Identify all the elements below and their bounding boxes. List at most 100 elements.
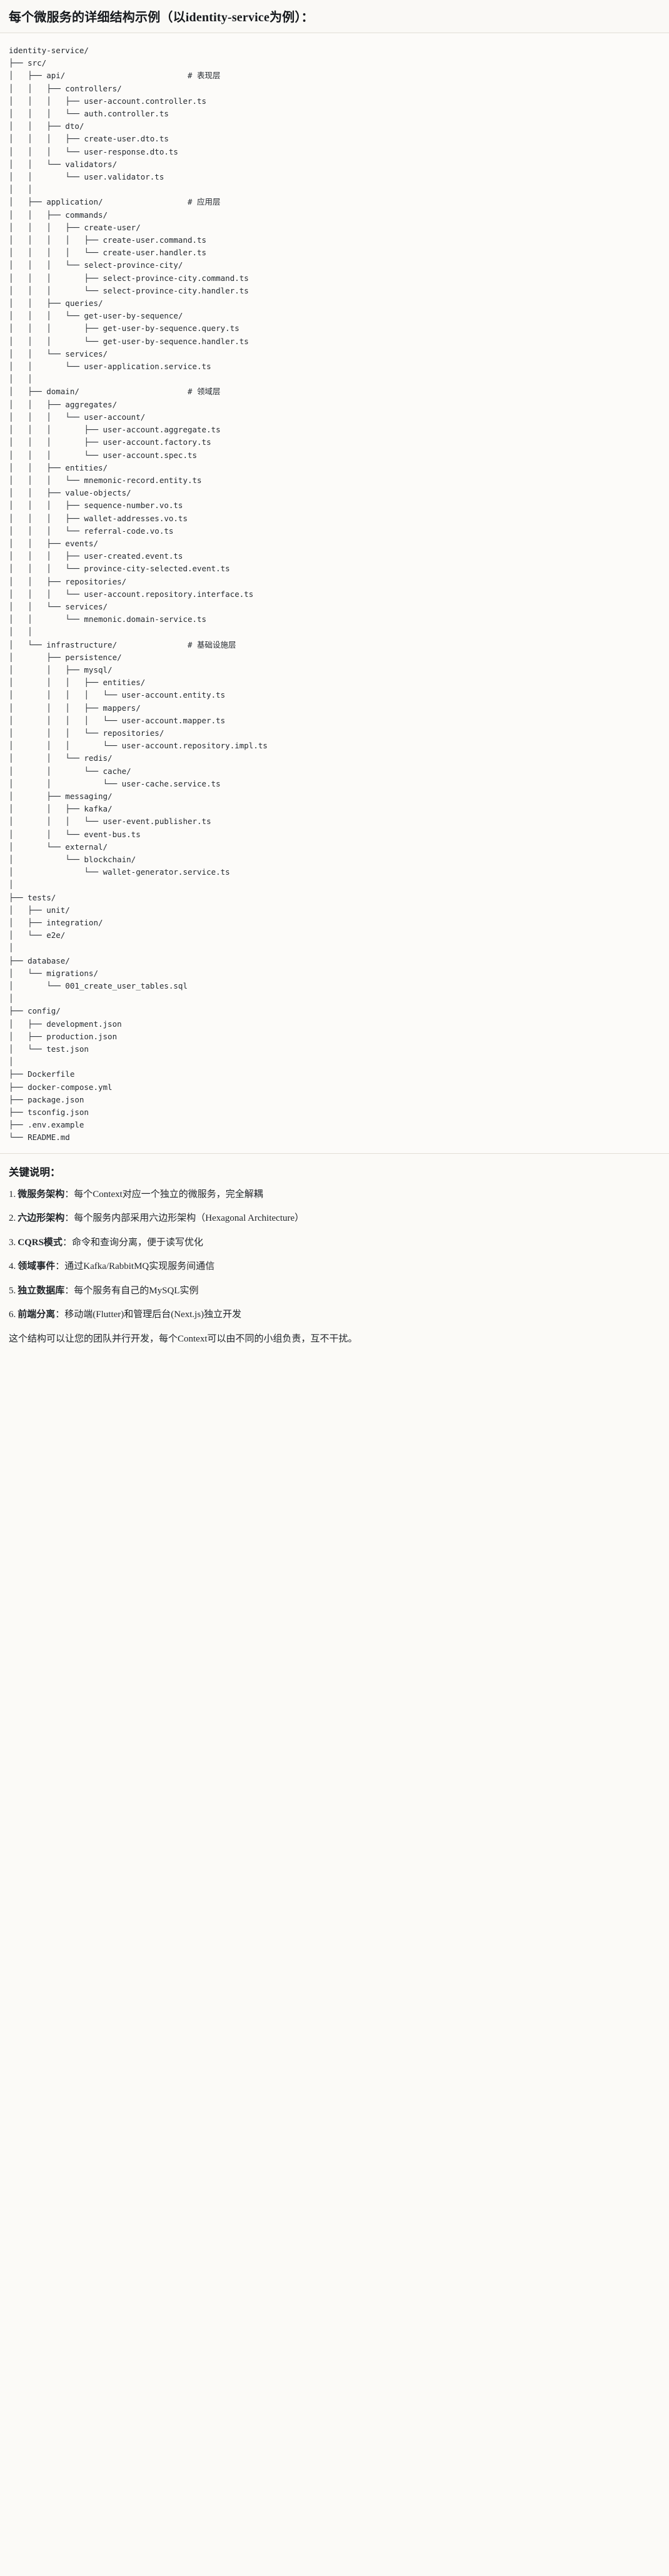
tree-line: │ ├── integration/ [9, 918, 103, 928]
tree-line: │ ├── development.json [9, 1019, 122, 1029]
tree-line: │ │ │ ├── create-user/ [9, 222, 141, 232]
tree-line: │ │ │ └── user-account.repository.impl.t… [9, 741, 268, 751]
tree-line: │ └── test.json [9, 1044, 89, 1054]
tree-line: │ │ └── cache/ [9, 766, 131, 776]
key-note-item: CQRS模式：命令和查询分离，便于读写优化 [9, 1236, 660, 1250]
tree-line: ├── tsconfig.json [9, 1107, 89, 1117]
tree-line: │ ├── persistence/ [9, 652, 122, 662]
tree-line: │ │ │ └── get-user-by-sequence/ [9, 311, 183, 321]
tree-line: │ │ ├── commands/ [9, 210, 108, 220]
tree-line-comment: # 应用层 [187, 197, 221, 207]
key-note-description: 移动端(Flutter)和管理后台(Next.js)独立开发 [64, 1310, 242, 1320]
directory-tree: identity-service/├── src/│ ├── api/ # 表现… [9, 44, 660, 1144]
tree-line: │ │ └── validators/ [9, 159, 118, 169]
tree-line: │ │ │ │ └── user-account.entity.ts [9, 690, 226, 700]
tree-line: │ │ ├── repositories/ [9, 576, 127, 586]
tree-line: │ │ ├── entities/ [9, 462, 108, 472]
tree-line: │ │ │ └── province-city-selected.event.t… [9, 564, 230, 574]
tree-line: │ │ │ │ └── create-user.handler.ts [9, 248, 207, 258]
tree-line: │ └── blockchain/ [9, 855, 136, 864]
tree-line: │ │ │ └── user-response.dto.ts [9, 146, 178, 156]
key-note-separator: ： [55, 1261, 65, 1272]
tree-line: │ │ │ └── auth.controller.ts [9, 109, 169, 119]
tree-line: │ ├── api/ # 表现层 [9, 71, 221, 81]
tree-line: │ ├── unit/ [9, 905, 70, 915]
tree-line: │ │ │ ├── create-user.dto.ts [9, 134, 169, 144]
key-note-description: 命令和查询分离，便于读写优化 [71, 1237, 203, 1248]
tree-line: │ │ ├── controllers/ [9, 83, 122, 93]
tree-line: │ │ │ │ ├── create-user.command.ts [9, 235, 207, 245]
tree-line: │ └── infrastructure/ # 基础设施层 [9, 639, 236, 649]
key-note-separator: ： [64, 1189, 74, 1199]
tree-line: ├── docker-compose.yml [9, 1082, 113, 1092]
key-note-item: 领域事件：通过Kafka/RabbitMQ实现服务间通信 [9, 1260, 660, 1274]
tree-line: │ │ │ ├── entities/ [9, 678, 146, 688]
tree-line: │ [9, 994, 14, 1004]
key-note-item: 六边形架构：每个服务内部采用六边形架构（Hexagonal Architectu… [9, 1211, 660, 1226]
key-note-item: 前端分离：移动端(Flutter)和管理后台(Next.js)独立开发 [9, 1308, 660, 1322]
tree-line: ├── database/ [9, 955, 70, 965]
key-notes-list: 微服务架构：每个Context对应一个独立的微服务，完全解耦六边形架构：每个服务… [9, 1188, 660, 1322]
key-note-term: 领域事件 [18, 1261, 56, 1272]
tree-line: │ │ └── redis/ [9, 753, 113, 763]
tree-line: │ │ ├── kafka/ [9, 804, 113, 814]
key-note-term: 独立数据库 [18, 1285, 65, 1296]
tree-line: │ │ └── user-application.service.ts [9, 362, 211, 372]
title-block: 每个微服务的详细结构示例（以identity-service为例）： [0, 0, 669, 33]
tree-line: ├── .env.example [9, 1120, 84, 1130]
tree-line: │ │ │ └── user-account/ [9, 412, 146, 422]
tree-line: │ ├── domain/ # 领域层 [9, 387, 221, 397]
tree-line: │ └── external/ [9, 842, 108, 852]
tree-line: │ └── e2e/ [9, 930, 66, 940]
key-notes-block: 关键说明： 微服务架构：每个Context对应一个独立的微服务，完全解耦六边形架… [0, 1153, 669, 1360]
key-note-separator: ： [55, 1310, 65, 1320]
key-note-separator: ： [62, 1237, 72, 1248]
key-note-term: CQRS模式 [18, 1237, 63, 1248]
tree-line: │ │ ├── queries/ [9, 298, 103, 308]
tree-line: │ │ [9, 627, 33, 637]
tree-line: │ │ ├── value-objects/ [9, 488, 131, 498]
tree-line: │ │ │ ├── select-province-city.command.t… [9, 273, 249, 283]
tree-line: │ │ │ └── referral-code.vo.ts [9, 526, 174, 536]
key-note-separator: ： [64, 1213, 74, 1224]
tree-line: │ │ ├── events/ [9, 538, 98, 548]
tree-line: │ │ └── services/ [9, 601, 108, 611]
tree-line: │ [9, 943, 14, 953]
tree-line: │ │ │ └── select-province-city.handler.t… [9, 285, 249, 295]
tree-line: │ │ │ ├── wallet-addresses.vo.ts [9, 513, 188, 523]
page-title: 每个微服务的详细结构示例（以identity-service为例）： [9, 11, 314, 24]
tree-line: │ │ [9, 185, 33, 195]
key-note-description: 每个服务内部采用六边形架构（Hexagonal Architecture） [74, 1213, 304, 1224]
tree-line: │ │ │ └── mnemonic-record.entity.ts [9, 475, 202, 485]
key-note-item: 独立数据库：每个服务有自己的MySQL实例 [9, 1284, 660, 1298]
tree-line-comment: # 基础设施层 [187, 639, 236, 649]
key-notes-footer: 这个结构可以让您的团队并行开发，每个Context可以由不同的小组负责，互不干扰… [9, 1333, 358, 1344]
tree-line: ├── Dockerfile [9, 1069, 75, 1079]
tree-line-comment: # 表现层 [187, 71, 221, 81]
tree-line: │ │ │ ├── get-user-by-sequence.query.ts [9, 323, 239, 333]
tree-line: │ │ ├── aggregates/ [9, 399, 118, 409]
tree-line: │ │ ├── dto/ [9, 121, 84, 131]
tree-line: ├── package.json [9, 1094, 84, 1104]
tree-line: │ │ │ └── user-event.publisher.ts [9, 817, 211, 827]
key-notes-heading: 关键说明： [9, 1166, 61, 1178]
tree-line: ├── src/ [9, 58, 47, 68]
tree-line: │ │ [9, 374, 33, 384]
key-note-description: 每个Context对应一个独立的微服务，完全解耦 [74, 1189, 263, 1199]
key-note-term: 前端分离 [18, 1310, 56, 1320]
tree-line: │ │ │ ├── user-account.controller.ts [9, 96, 207, 106]
tree-line: │ └── 001_create_user_tables.sql [9, 981, 188, 991]
key-note-item: 微服务架构：每个Context对应一个独立的微服务，完全解耦 [9, 1188, 660, 1202]
tree-line: │ │ │ └── repositories/ [9, 728, 164, 738]
tree-line: │ │ │ └── select-province-city/ [9, 260, 183, 270]
key-note-description: 通过Kafka/RabbitMQ实现服务间通信 [64, 1261, 215, 1272]
tree-line: │ │ │ ├── mappers/ [9, 703, 141, 713]
tree-line: │ │ │ └── user-account.repository.interf… [9, 589, 254, 599]
tree-line: │ │ └── event-bus.ts [9, 829, 141, 839]
key-note-separator: ： [64, 1285, 74, 1296]
tree-line: │ │ │ │ └── user-account.mapper.ts [9, 715, 226, 725]
tree-line: ├── config/ [9, 1006, 61, 1016]
architecture-doc-page: 每个微服务的详细结构示例（以identity-service为例）： ident… [0, 0, 669, 1360]
tree-line: │ │ └── user-cache.service.ts [9, 778, 221, 788]
directory-tree-block: identity-service/├── src/│ ├── api/ # 表现… [0, 33, 669, 1154]
